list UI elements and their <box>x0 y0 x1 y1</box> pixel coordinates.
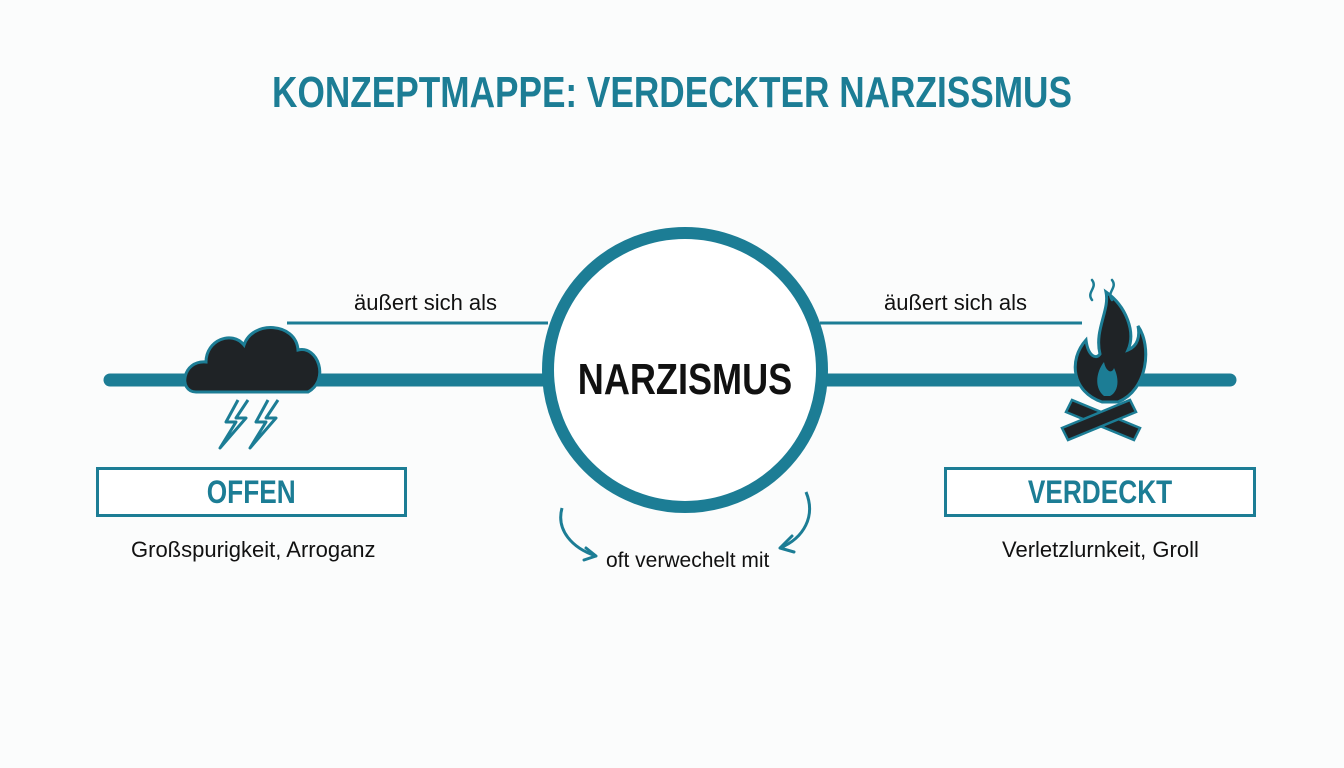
smoke-wisp <box>1089 278 1115 302</box>
center-node-circle <box>542 227 828 513</box>
node-label-verdeckt: VERDECKT <box>1027 473 1173 510</box>
loop-arrow-left-head <box>582 546 598 562</box>
loop-arrow-left <box>559 507 597 558</box>
lightning-bolt-1 <box>218 399 250 450</box>
node-label-offen: OFFEN <box>207 473 296 510</box>
edge-label-confused-with: oft verwechelt mit <box>606 549 770 572</box>
edge-label-left: äußert sich als <box>354 290 498 315</box>
node-box-offen: OFFEN <box>96 467 407 517</box>
loop-arrow-right <box>779 491 812 550</box>
diagram-title: KONZEPTMAPPE: VERDECKTER NARZISSMUS <box>272 68 1072 117</box>
node-box-verdeckt: VERDECKT <box>944 467 1256 517</box>
node-description-verdeckt: Verletzlurnkeit, Groll <box>1002 537 1199 562</box>
storm-cloud-icon <box>183 326 322 450</box>
node-description-offen: Großspurigkeit, Arroganz <box>131 537 376 562</box>
log-2 <box>1060 398 1138 442</box>
loop-arrow-right-head <box>778 534 796 554</box>
lightning-bolt-2 <box>248 399 280 450</box>
center-node-label: NARZISMUS <box>577 355 793 404</box>
campfire-icon <box>1060 278 1148 442</box>
edge-label-right: äußert sich als <box>884 290 1028 315</box>
